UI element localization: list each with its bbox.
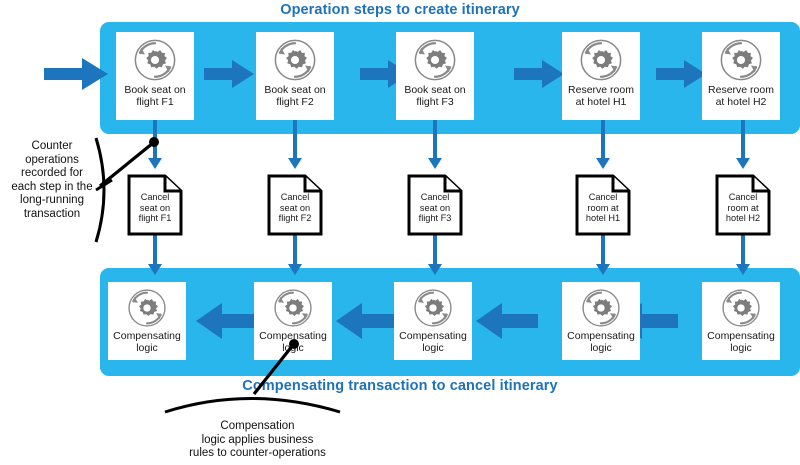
step-arrow-4-5-icon [656,60,706,88]
document-icon [575,174,631,236]
step-node-5[interactable]: Reserve room at hotel H2 [702,32,780,120]
connector-step1-to-doc1 [153,120,157,160]
connector-doc4-to-logic4 [601,234,605,266]
connector-doc3-arrowhead-icon [428,264,442,275]
gear-refresh-icon [578,37,624,83]
step-node-3[interactable]: Book seat on flight F3 [396,32,474,120]
gear-refresh-icon [412,37,458,83]
compensating-logic-label: Compensating logic [399,330,467,354]
gear-refresh-icon [720,287,762,329]
counter-op-doc-label: Cancel room at hotel H2 [725,192,761,224]
counter-op-doc-label: Cancel seat on flight F3 [418,192,452,224]
counter-op-doc-4[interactable]: Cancel room at hotel H1 [575,174,631,236]
connector-step4-arrowhead-icon [596,158,610,169]
document-icon [267,174,323,236]
connector-step5-to-doc5 [741,120,745,160]
connector-doc5-to-logic5 [741,234,745,266]
compensating-logic-label: Compensating logic [259,330,327,354]
connector-step2-to-doc2 [293,120,297,160]
compensating-logic-label: Compensating logic [113,330,181,354]
step-arrow-1-2-icon [204,60,254,88]
connector-doc5-arrowhead-icon [736,264,750,275]
step-node-4[interactable]: Reserve room at hotel H1 [562,32,640,120]
gear-refresh-icon [580,287,622,329]
connector-doc4-arrowhead-icon [596,264,610,275]
counter-op-doc-2[interactable]: Cancel seat on flight F2 [267,174,323,236]
step-node-label: Book seat on flight F3 [404,84,466,108]
page-title-bottom: Compensating transaction to cancel itine… [242,378,558,394]
callout-compensation-logic: Compensation logic applies business rule… [189,420,326,459]
counter-op-doc-5[interactable]: Cancel room at hotel H2 [715,174,771,236]
gear-refresh-icon [272,37,318,83]
compensate-arrow-4-3-icon [476,303,538,339]
counter-op-doc-label: Cancel seat on flight F1 [138,192,172,224]
page-title-top: Operation steps to create itinerary [280,2,520,18]
connector-doc2-arrowhead-icon [288,264,302,275]
compensating-logic-label: Compensating logic [567,330,635,354]
connector-step1-arrowhead-icon [148,158,162,169]
gear-refresh-icon [132,37,178,83]
step-node-label: Book seat on flight F1 [124,84,186,108]
counter-op-doc-label: Cancel seat on flight F2 [278,192,312,224]
connector-doc1-arrowhead-icon [148,264,162,275]
connector-step3-arrowhead-icon [428,158,442,169]
counter-op-doc-1[interactable]: Cancel seat on flight F1 [127,174,183,236]
counter-op-doc-label: Cancel room at hotel H1 [585,192,621,224]
connector-step3-to-doc3 [433,120,437,160]
gear-refresh-icon [718,37,764,83]
document-icon [407,174,463,236]
step-arrow-3-4-icon [514,60,564,88]
callout-counter-operations: Counter operations recorded for each ste… [11,140,93,220]
compensating-logic-node-1[interactable]: Compensating logic [108,282,186,360]
step-node-1[interactable]: Book seat on flight F1 [116,32,194,120]
compensating-logic-node-4[interactable]: Compensating logic [562,282,640,360]
compensating-logic-node-5[interactable]: Compensating logic [702,282,780,360]
counter-op-doc-3[interactable]: Cancel seat on flight F3 [407,174,463,236]
compensate-arrow-2-1-icon [196,303,258,339]
entry-arrow-icon [44,58,108,90]
document-icon [715,174,771,236]
gear-refresh-icon [412,287,454,329]
connector-step5-arrowhead-icon [736,158,750,169]
connector-step2-arrowhead-icon [288,158,302,169]
compensating-logic-label: Compensating logic [707,330,775,354]
connector-doc1-to-logic1 [153,234,157,266]
gear-refresh-icon [126,287,168,329]
connector-doc2-to-logic2 [293,234,297,266]
compensating-logic-node-2[interactable]: Compensating logic [254,282,332,360]
step-node-label: Reserve room at hotel H2 [708,84,774,108]
compensate-arrow-3-2-icon [336,303,398,339]
step-node-label: Book seat on flight F2 [264,84,326,108]
step-node-2[interactable]: Book seat on flight F2 [256,32,334,120]
compensating-logic-node-3[interactable]: Compensating logic [394,282,472,360]
document-icon [127,174,183,236]
step-node-label: Reserve room at hotel H1 [568,84,634,108]
connector-doc3-to-logic3 [433,234,437,266]
gear-refresh-icon [272,287,314,329]
connector-step4-to-doc4 [601,120,605,160]
